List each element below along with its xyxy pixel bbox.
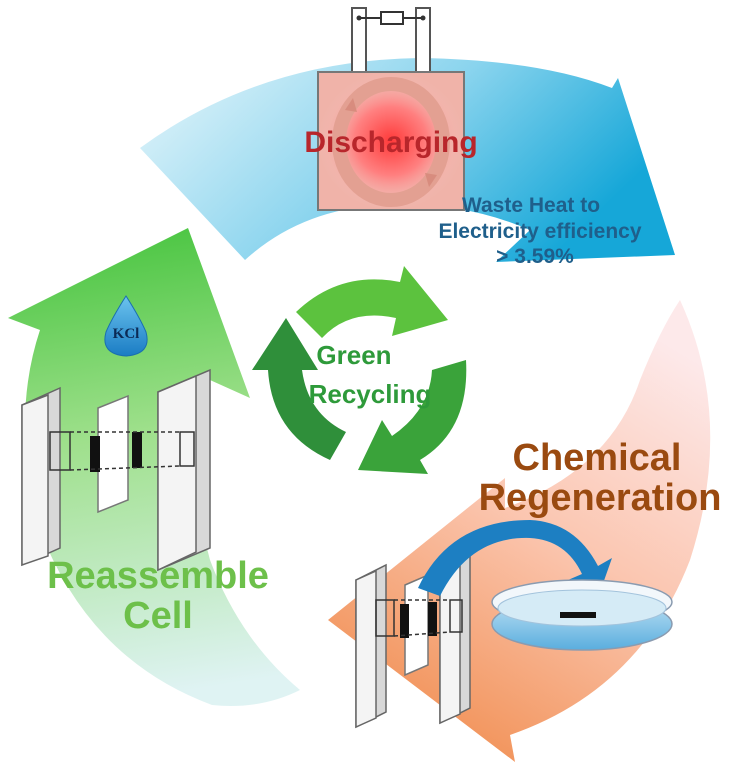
efficiency-note-line-2: Electricity efficiency bbox=[438, 220, 641, 243]
reassembled-cell-device bbox=[21, 368, 211, 572]
kcl-droplet-icon bbox=[104, 295, 148, 357]
kcl-label: KCl bbox=[113, 326, 140, 342]
regeneration-label-line-2: Regeneration bbox=[479, 477, 722, 519]
efficiency-note-line-1: Waste Heat to bbox=[462, 194, 600, 217]
petri-dish bbox=[491, 579, 673, 651]
reassemble-label-line-2: Cell bbox=[123, 595, 193, 637]
reassemble-label-line-1: Reassemble bbox=[47, 555, 269, 597]
center-label-line-2: Recycling bbox=[309, 379, 432, 409]
regeneration-label-line-1: Chemical bbox=[513, 437, 682, 479]
efficiency-note-line-3: > 3.59% bbox=[496, 245, 574, 268]
recycling-arrow-top bbox=[296, 266, 448, 338]
recycling-arrow-left bbox=[252, 318, 346, 460]
discharging-label: Discharging bbox=[304, 126, 477, 159]
transfer-arrow bbox=[418, 520, 612, 596]
thermocell-device bbox=[317, 7, 465, 211]
center-label-line-1: Green bbox=[316, 340, 391, 370]
regeneration-cell-device bbox=[355, 548, 471, 729]
recycling-symbol-icon bbox=[252, 266, 467, 474]
recycling-arrow-right bbox=[358, 360, 467, 474]
